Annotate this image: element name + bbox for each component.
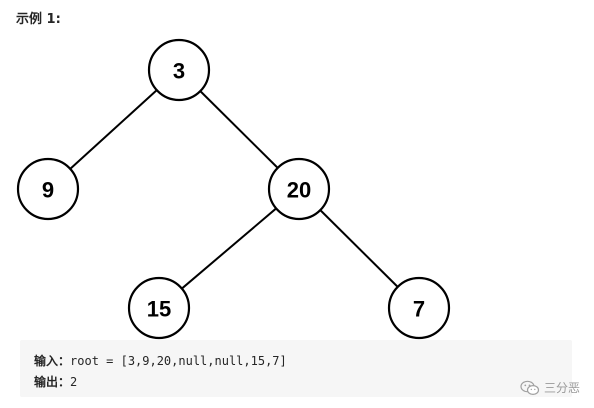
tree-edge-n3-n20 xyxy=(199,90,279,169)
example-heading: 示例 1: xyxy=(16,12,61,27)
tree-node-circle xyxy=(267,157,331,221)
binary-tree-diagram: 3 9 20 15 7 xyxy=(16,38,451,340)
output-label: 输出： xyxy=(34,375,71,389)
input-line: 输入：root = [3,9,20,null,null,15,7] xyxy=(34,352,287,369)
tree-node-circle xyxy=(147,38,211,102)
output-value: 2 xyxy=(70,375,78,389)
input-label: 输入： xyxy=(34,354,71,368)
tree-edge-n20-n7 xyxy=(319,209,399,288)
tree-edge-n20-n15 xyxy=(181,207,277,290)
tree-node-7: 7 xyxy=(387,276,451,340)
tree-node-label: 20 xyxy=(287,178,311,203)
tree-node-circle xyxy=(127,276,191,340)
watermark-text: 三分恶 xyxy=(543,381,580,395)
output-line: 输出：2 xyxy=(34,373,77,390)
tree-node-circle xyxy=(16,157,80,221)
example-code-panel: 输入：root = [3,9,20,null,null,15,7] 输出：2 xyxy=(20,340,572,397)
input-value: root = [3,9,20,null,null,15,7] xyxy=(70,354,287,368)
tree-node-circle xyxy=(387,276,451,340)
tree-node-label: 9 xyxy=(42,178,54,203)
tree-node-20: 20 xyxy=(267,157,331,221)
tree-node-label: 3 xyxy=(173,59,185,84)
tree-node-3: 3 xyxy=(147,38,211,102)
tree-node-15: 15 xyxy=(127,276,191,340)
wechat-icon xyxy=(520,380,540,396)
tree-node-label: 15 xyxy=(147,297,171,322)
tree-edge-n3-n9 xyxy=(69,89,158,170)
tree-node-label: 7 xyxy=(413,297,425,322)
tree-node-9: 9 xyxy=(16,157,80,221)
watermark: 三分恶 xyxy=(520,379,580,396)
